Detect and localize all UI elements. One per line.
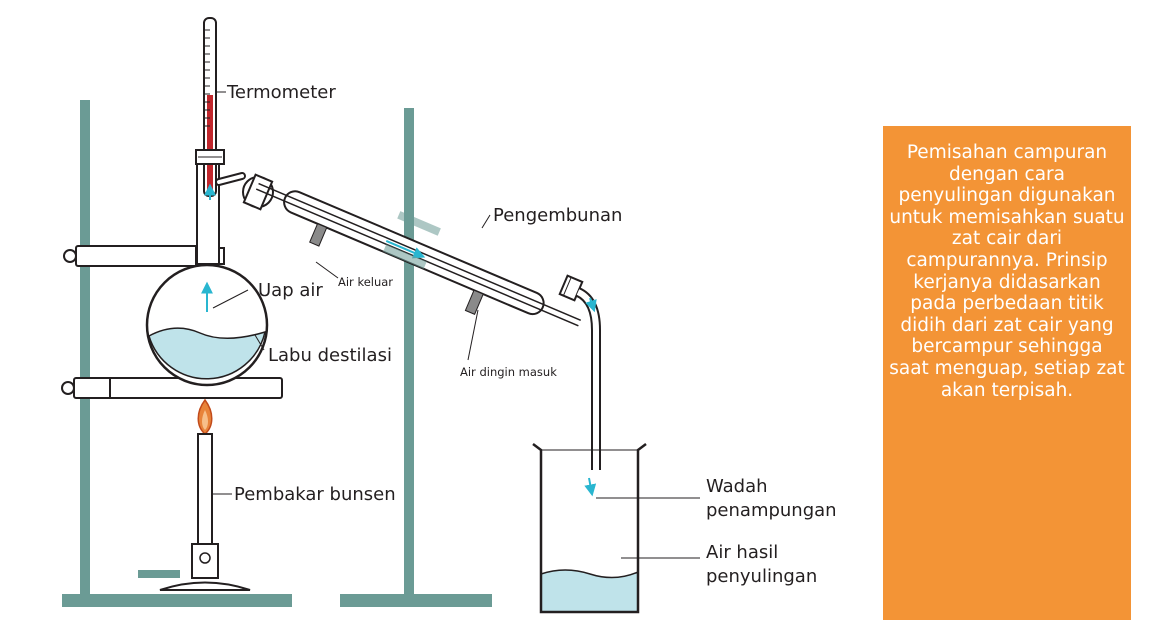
info-box: Pemisahan campuran dengan cara penyuling… [883, 126, 1131, 620]
drip-arrow [584, 477, 597, 497]
left-stand-rod [80, 100, 90, 600]
label-pembakar-bunsen: Pembakar bunsen [234, 484, 396, 505]
label-wadah-line1: Wadah [706, 476, 768, 497]
label-pengembunan: Pengembunan [493, 205, 623, 226]
leader-lines [212, 91, 700, 559]
label-air-dingin-masuk: Air dingin masuk [460, 365, 557, 379]
label-wadah-line2: penampungan [706, 500, 837, 521]
middle-stand-base [340, 594, 492, 607]
label-termometer: Termometer [227, 82, 336, 103]
label-air-hasil-line2: penyulingan [706, 566, 818, 587]
label-air-hasil-line1: Air hasil [706, 542, 779, 563]
label-air-keluar: Air keluar [338, 275, 394, 289]
label-uap-air: Uap air [258, 280, 323, 301]
left-ring-stand [62, 100, 292, 607]
beaker-liquid [540, 569, 639, 613]
flask-liquid [148, 327, 267, 380]
condenser [215, 172, 601, 470]
receiving-beaker [532, 443, 647, 614]
left-stand-base [62, 594, 292, 607]
info-text: Pemisahan campuran dengan cara penyuling… [889, 142, 1125, 401]
bunsen-burner [138, 398, 251, 591]
middle-ring-stand [340, 108, 492, 607]
thermometer [195, 17, 225, 200]
distillation-flask [145, 155, 269, 387]
middle-stand-rod [404, 108, 414, 600]
label-labu-destilasi: Labu destilasi [268, 345, 392, 366]
lower-clamp [61, 377, 283, 399]
condensate-arrow [385, 240, 426, 259]
